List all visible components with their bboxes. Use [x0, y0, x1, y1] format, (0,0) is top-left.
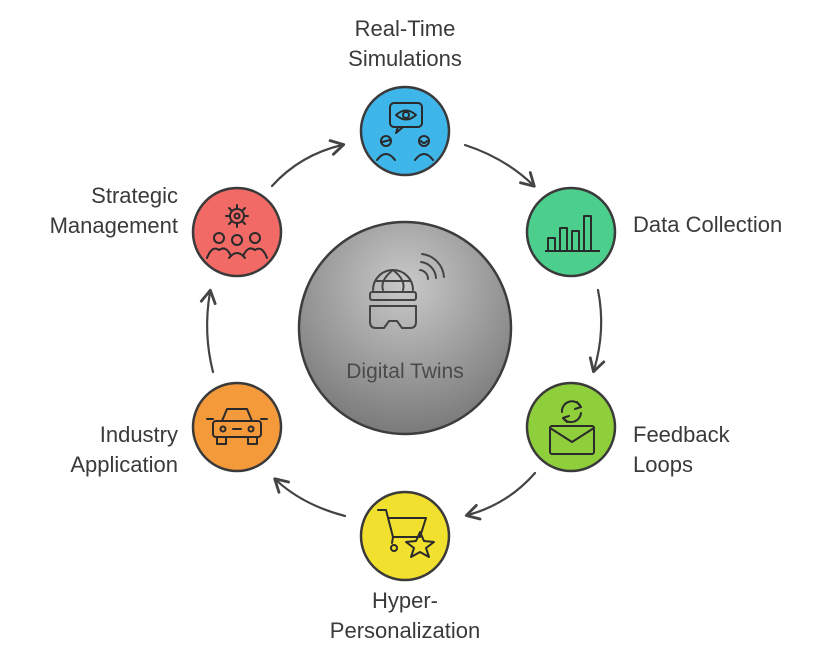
cycle-arrows [199, 139, 606, 521]
arrow-realtime-to-data [463, 143, 536, 188]
label-feedback-loops: Feedback Loops [633, 420, 730, 480]
label-hyper-personalization: Hyper- Personalization [320, 586, 490, 646]
label-line: Real-Time [354, 16, 456, 41]
label-industry-application: Industry Application [40, 420, 178, 480]
center-label: Digital Twins [346, 360, 464, 383]
label-strategic-management: Strategic Management [20, 181, 178, 241]
label-line: Management [49, 213, 178, 238]
node-data-collection [525, 186, 617, 278]
arrow-industry-to-strategic [199, 288, 217, 374]
arrow-strategic-to-realtime [270, 139, 346, 188]
label-line: Loops [633, 452, 693, 477]
label-line: Application [70, 452, 178, 477]
node-hyper-personalization [359, 490, 451, 582]
label-line: Hyper- [371, 588, 438, 613]
node-real-time-simulations [359, 85, 451, 177]
label-line: Simulations [348, 46, 462, 71]
label-line: Feedback [633, 422, 730, 447]
arrow-data-to-feedback [588, 288, 606, 374]
label-data-collection: Data Collection [633, 210, 782, 240]
label-line: Personalization [329, 618, 481, 643]
label-line: Industry [99, 422, 178, 447]
center-node [297, 220, 513, 436]
node-strategic-management [191, 186, 283, 278]
bar-chart-icon [545, 215, 600, 252]
label-real-time-simulations: Real-Time Simulations [341, 14, 469, 74]
label-line: Strategic [91, 183, 178, 208]
vr-headset-globe-icon [369, 253, 445, 329]
car-icon [206, 408, 268, 445]
mail-refresh-icon [549, 400, 595, 455]
node-industry-application [191, 381, 283, 473]
label-line: Data Collection [633, 212, 783, 237]
gear-people-icon [206, 204, 268, 259]
eye-people-icon [376, 102, 434, 161]
arrow-hyper-to-industry [273, 477, 347, 518]
node-feedback-loops [525, 381, 617, 473]
cart-star-icon [377, 509, 435, 558]
arrow-feedback-to-hyper [464, 471, 537, 521]
